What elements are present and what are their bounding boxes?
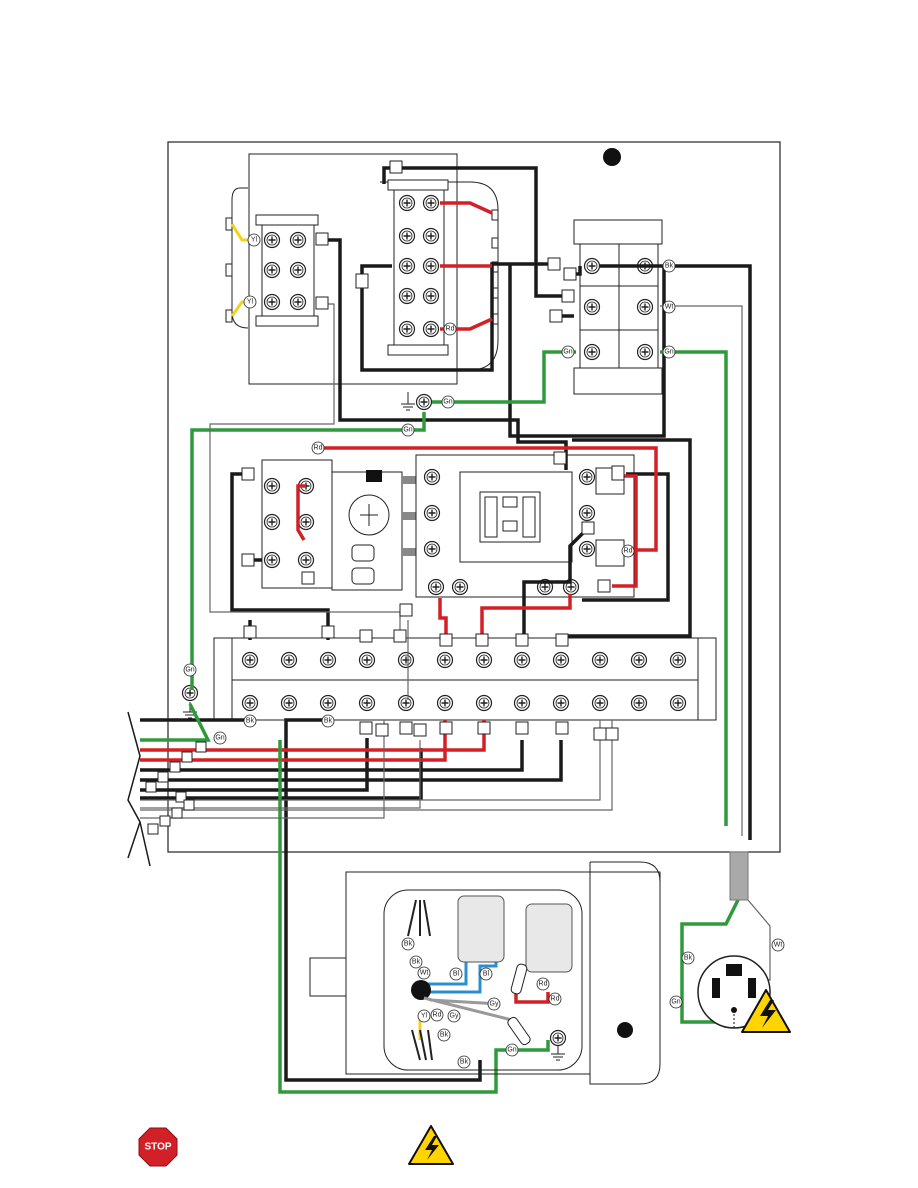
tag-green-6: Gn — [213, 731, 227, 745]
relay-panel — [248, 153, 458, 385]
svg-text:Gn: Gn — [443, 399, 452, 406]
electrical-hazard-icon — [741, 989, 791, 1033]
tag-red-5: Rd — [548, 992, 562, 1006]
burner-box — [309, 861, 661, 1085]
svg-text:Wt: Wt — [665, 304, 674, 311]
tag-red-6: Rd — [430, 1008, 444, 1022]
stop-sign-text: STOP — [144, 1142, 171, 1153]
tag-red-2: Rd — [311, 441, 325, 455]
contactor-module — [261, 454, 635, 598]
tag-yellow-1: Yl — [247, 233, 261, 247]
left-relay-housing — [231, 187, 249, 329]
svg-text:Gn: Gn — [671, 999, 680, 1006]
green-wires — [140, 350, 740, 1094]
tag-black-3: Bk — [321, 714, 335, 728]
power-receptacle — [697, 955, 771, 1029]
cable-bundle — [127, 711, 151, 867]
svg-text:Rd: Rd — [624, 548, 633, 555]
main-terminal-strip — [213, 637, 717, 721]
svg-text:Bk: Bk — [404, 941, 413, 948]
svg-text:Bl: Bl — [483, 971, 490, 978]
mounting-hole — [603, 148, 621, 166]
tag-black-7: Bk — [457, 1055, 471, 1069]
tag-white-3: Wt — [771, 938, 785, 952]
svg-text:Bk: Bk — [246, 718, 255, 725]
tag-green-4: Gn — [401, 423, 415, 437]
svg-text:Gn: Gn — [507, 1047, 516, 1054]
svg-text:Gn: Gn — [403, 427, 412, 434]
tag-yellow-2: Yl — [243, 295, 257, 309]
white-wires — [140, 303, 771, 981]
svg-text:Gy: Gy — [450, 1013, 459, 1020]
svg-text:Bk: Bk — [665, 263, 674, 270]
svg-text:Bk: Bk — [684, 955, 693, 962]
tag-blue-1: Bl — [449, 967, 463, 981]
ground-screw-upper — [401, 392, 433, 411]
svg-text:Bl: Bl — [453, 971, 460, 978]
power-terminal-block — [573, 219, 663, 395]
tag-black-2: Bk — [243, 714, 257, 728]
tag-white-2: Wt — [417, 966, 431, 980]
svg-text:Rd: Rd — [551, 996, 560, 1003]
tag-white-1: Wt — [662, 300, 676, 314]
svg-text:Gn: Gn — [185, 667, 194, 674]
svg-text:Bk: Bk — [324, 718, 333, 725]
svg-text:Yl: Yl — [251, 237, 258, 244]
svg-text:Rd: Rd — [539, 981, 548, 988]
tag-red-1: Rd — [443, 322, 457, 336]
svg-text:Rd: Rd — [446, 326, 455, 333]
tag-yellow-3: Yl — [417, 1009, 431, 1023]
svg-text:Yl: Yl — [421, 1013, 428, 1020]
tag-gray-1: Gy — [487, 997, 501, 1011]
svg-text:Bk: Bk — [412, 959, 421, 966]
tag-black-5: Bk — [409, 955, 423, 969]
tag-black-4: Bk — [401, 937, 415, 951]
tag-green-1: Gn — [561, 345, 575, 359]
wire-tags: Yl Yl Rd Bk Wt Gn Gn Gn Gn Rd Rd Gn Bk B… — [183, 233, 785, 1069]
right-relay-housing — [380, 181, 499, 371]
tag-black-8: Bk — [681, 951, 695, 965]
svg-text:Bk: Bk — [440, 1032, 449, 1039]
tag-blue-2: Bl — [479, 967, 493, 981]
stop-sign-icon: STOP — [138, 1127, 178, 1167]
main-enclosure — [167, 141, 781, 853]
svg-text:Wt: Wt — [774, 942, 783, 949]
svg-text:Gn: Gn — [563, 349, 572, 356]
svg-text:Wt: Wt — [420, 970, 429, 977]
svg-text:Rd: Rd — [433, 1012, 442, 1019]
tag-green-2: Gn — [662, 345, 676, 359]
red-wires — [140, 201, 658, 1004]
wire-connectors — [145, 160, 625, 835]
tag-black-1: Bk — [662, 259, 676, 273]
tag-gray-2: Gy — [447, 1009, 461, 1023]
tag-red-4: Rd — [536, 977, 550, 991]
svg-text:Gn: Gn — [215, 735, 224, 742]
svg-text:Yl: Yl — [247, 299, 254, 306]
svg-text:Gn: Gn — [664, 349, 673, 356]
power-cord-sheath — [729, 851, 749, 901]
svg-text:Rd: Rd — [314, 445, 323, 452]
tag-green-8: Gn — [669, 995, 683, 1009]
svg-text:Bk: Bk — [460, 1059, 469, 1066]
tag-green-5: Gn — [183, 663, 197, 677]
tag-green-3: Gn — [441, 395, 455, 409]
svg-text:Gy: Gy — [490, 1001, 499, 1008]
electrical-hazard-icon-bottom — [408, 1125, 454, 1165]
tag-black-6: Bk — [437, 1028, 451, 1042]
left-terminal-block — [225, 214, 319, 327]
tag-green-7: Gn — [505, 1043, 519, 1057]
tag-red-3: Rd — [621, 544, 635, 558]
